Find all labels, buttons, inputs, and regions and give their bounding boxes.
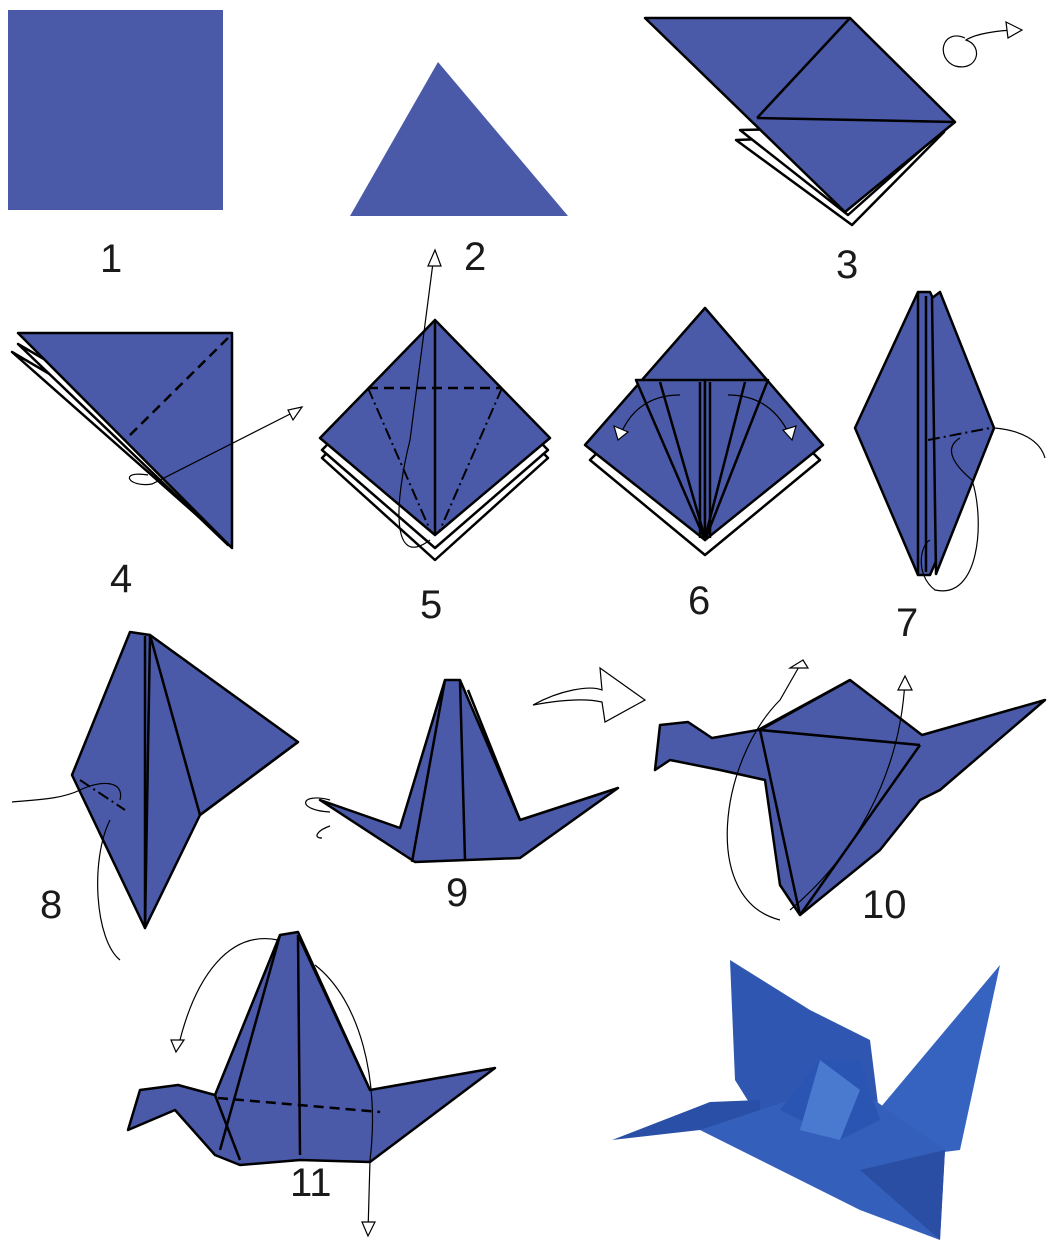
step-1-square-paper [8, 10, 223, 210]
step-1-label: 1 [100, 237, 122, 281]
step-10-label: 10 [862, 883, 907, 927]
transition-arrow [533, 668, 645, 722]
step-3-folded-triangle [645, 18, 1022, 225]
step-5-label: 5 [420, 583, 442, 627]
step-8-label: 8 [40, 883, 62, 927]
step-3-label: 3 [836, 243, 858, 287]
step-11-label: 11 [290, 1161, 332, 1205]
step-10-crane-form [655, 660, 1045, 920]
step-7-bird-base [855, 292, 1045, 591]
step-4-label: 4 [110, 557, 132, 601]
step-5-preliminary-base [320, 250, 550, 560]
step-9-label: 9 [446, 871, 468, 915]
step-6-label: 6 [688, 579, 710, 623]
step-6-kite-folds [585, 308, 823, 555]
step-9-neck-and-tail [306, 680, 618, 862]
step-2-triangle [350, 62, 568, 216]
finished-crane [612, 960, 1000, 1240]
step-4-squash-fold [12, 333, 302, 548]
step-2-label: 2 [464, 235, 486, 279]
step-7-label: 7 [896, 601, 918, 645]
